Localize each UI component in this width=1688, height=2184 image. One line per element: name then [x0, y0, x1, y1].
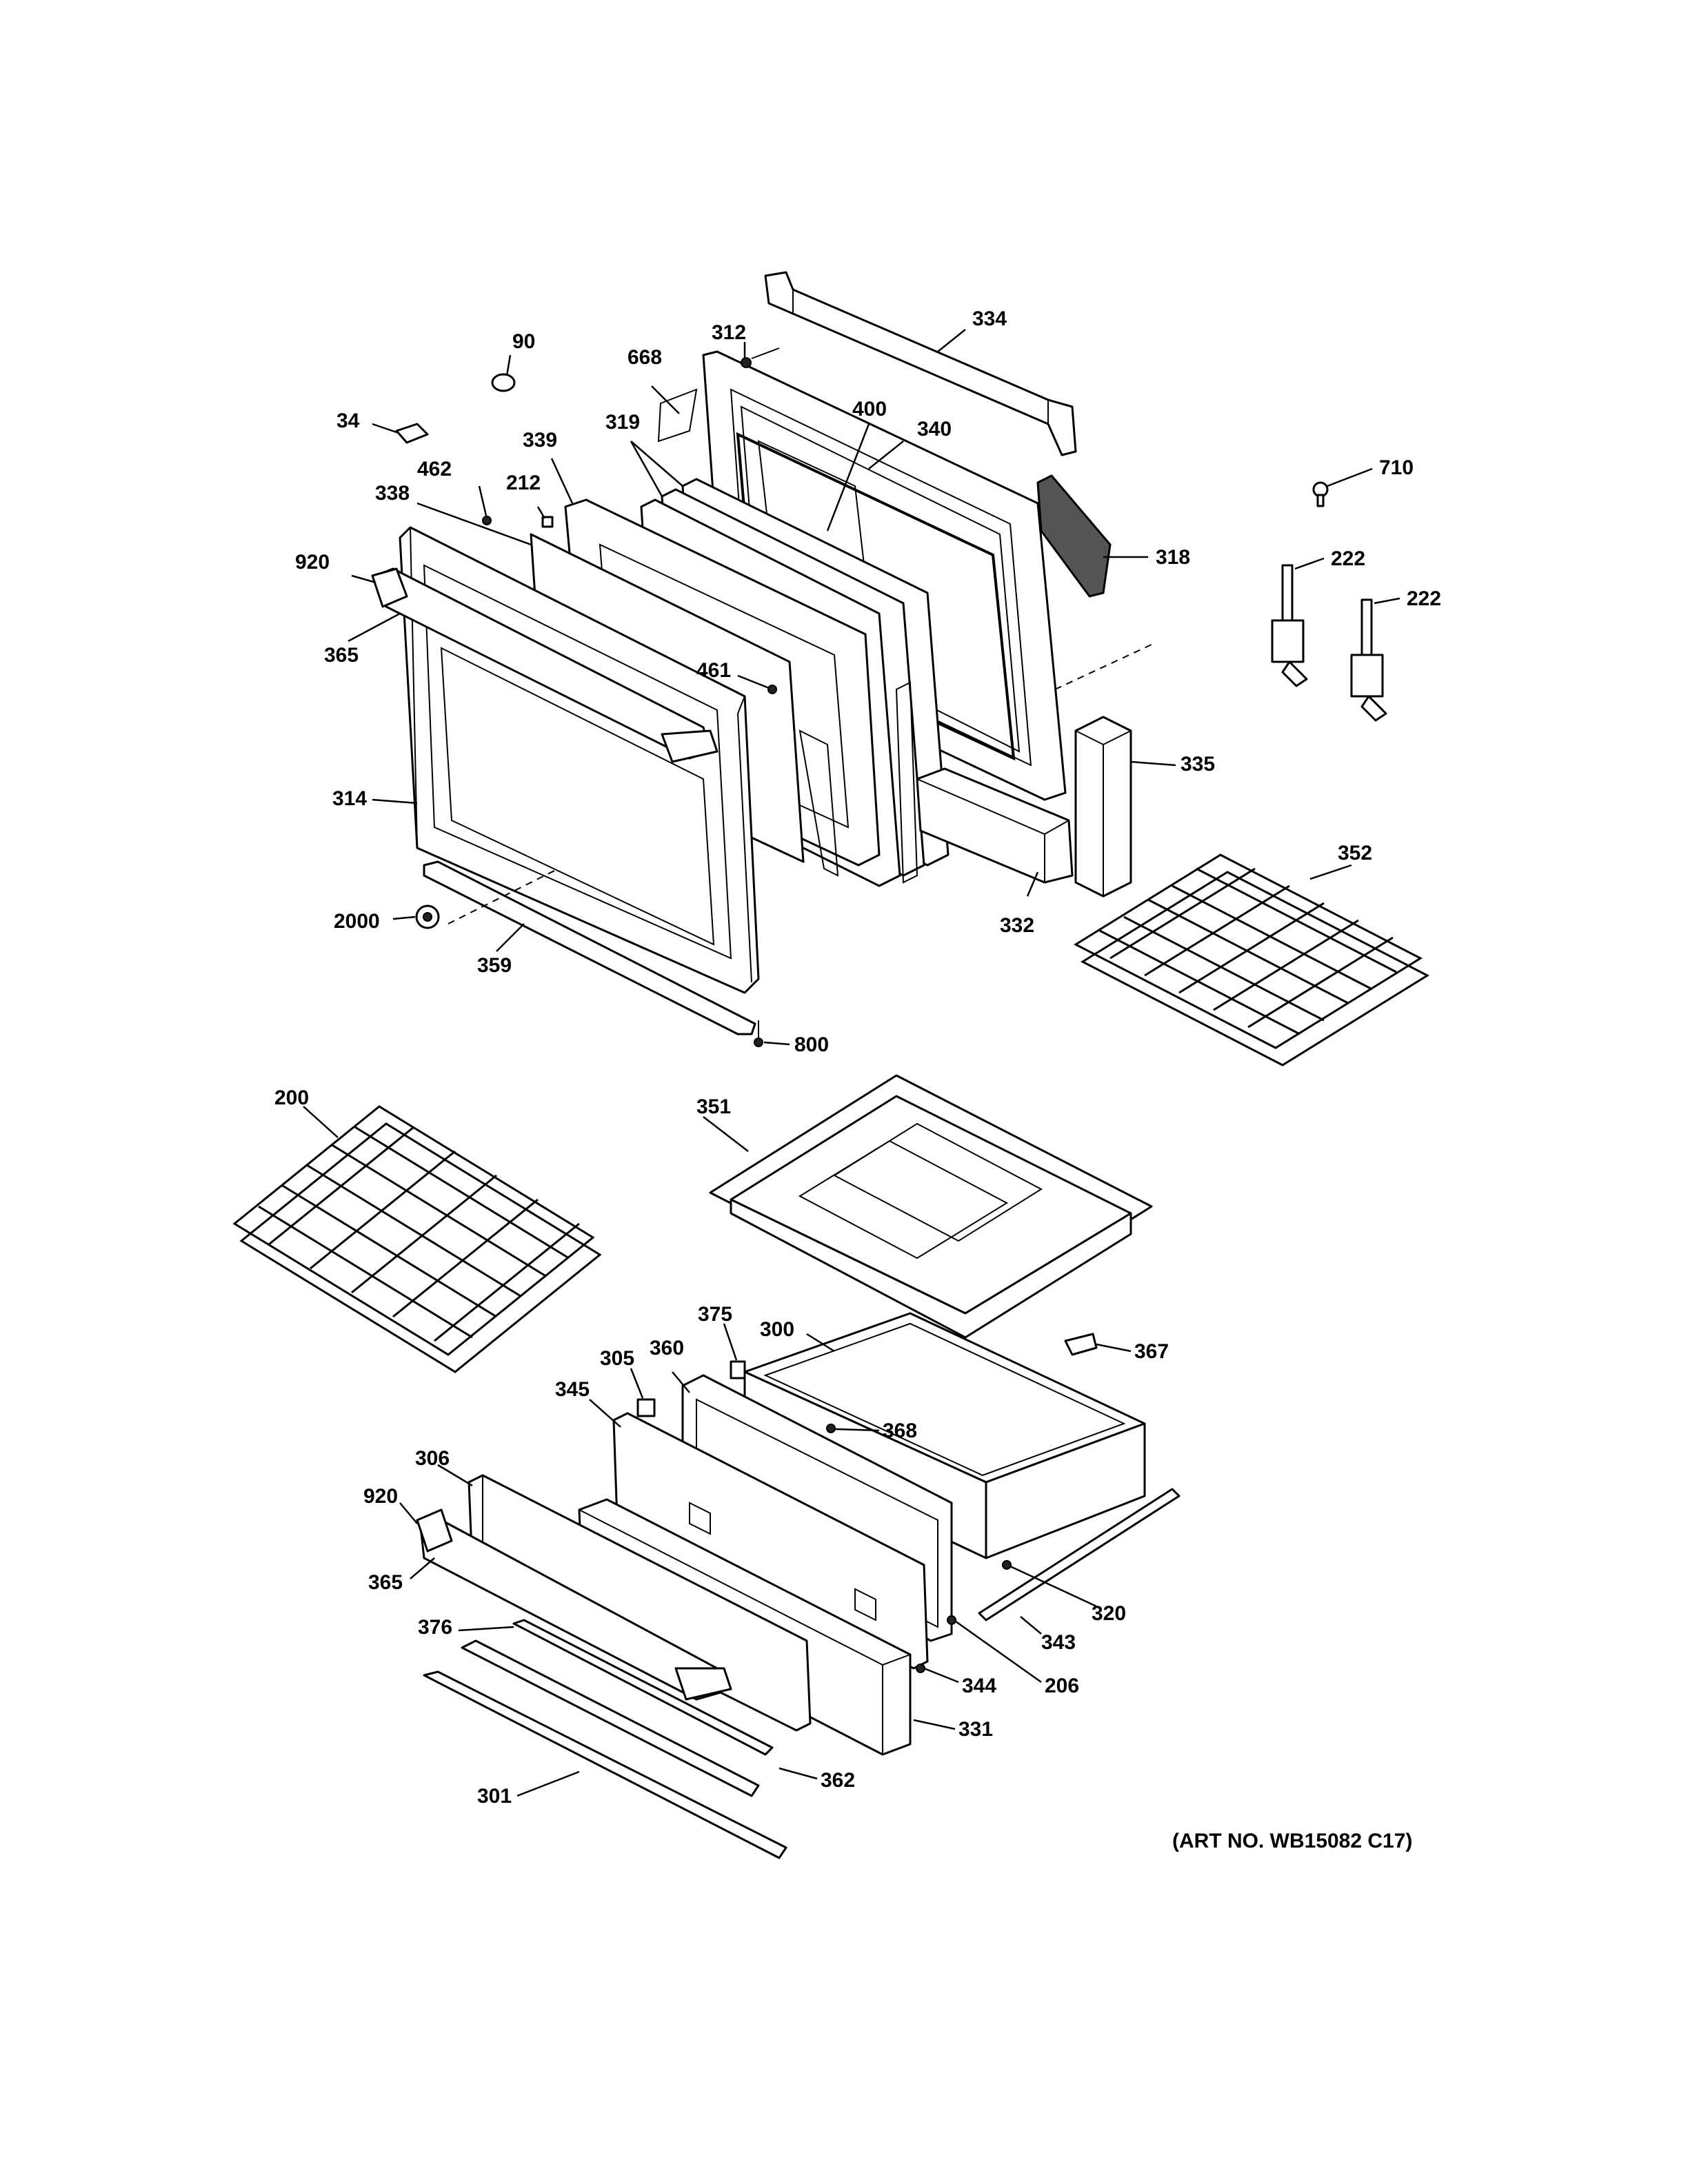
- part-206-screw: [947, 1615, 956, 1625]
- part-343-drawer-rail: [978, 1488, 1180, 1621]
- part-668-label: [657, 388, 698, 443]
- part-318-insulation: [1036, 474, 1112, 598]
- callout-334: 334: [972, 307, 1007, 330]
- callout-343: 343: [1041, 1631, 1076, 1654]
- part-368-screw: [826, 1424, 836, 1433]
- part-800-screw: [754, 1020, 763, 1047]
- callout-340: 340: [917, 418, 952, 441]
- part-375-clip: [730, 1360, 746, 1379]
- callout-labels: 334 312 90 668 400 340 34 319 339 462 21…: [274, 307, 1441, 1808]
- callout-344: 344: [962, 1675, 996, 1697]
- callout-314: 314: [332, 787, 367, 810]
- part-334-door-top-trim: [764, 271, 1077, 456]
- callout-400: 400: [852, 398, 887, 421]
- callout-338: 338: [375, 482, 410, 505]
- part-332-bottom-insulation: [916, 767, 1074, 884]
- callout-306: 306: [415, 1447, 450, 1470]
- callout-200: 200: [274, 1086, 309, 1109]
- callout-360: 360: [650, 1337, 684, 1359]
- part-367-clip: [1064, 1333, 1098, 1356]
- callout-351: 351: [696, 1095, 731, 1118]
- callout-367: 367: [1134, 1340, 1169, 1363]
- callout-312: 312: [712, 321, 746, 344]
- part-312-screw: [741, 347, 780, 368]
- part-920-drawer-handle-end-cap: [416, 1508, 453, 1553]
- callout-222-right: 222: [1407, 587, 1441, 610]
- callout-320: 320: [1092, 1602, 1126, 1625]
- part-344-screw: [916, 1664, 925, 1673]
- leader-lines: [303, 329, 1400, 1797]
- callout-920-door: 920: [295, 551, 330, 574]
- callout-300: 300: [760, 1318, 794, 1341]
- part-365-drawer-handle: [419, 1519, 732, 1701]
- callout-365-drawer: 365: [368, 1571, 403, 1594]
- part-301-drawer-bottom-trim: [423, 1670, 787, 1859]
- part-222-hinge-left: [1271, 564, 1308, 687]
- part-212-clip: [541, 516, 554, 528]
- part-710-screw: [1312, 481, 1329, 507]
- part-335-side-insulation: [1074, 716, 1132, 898]
- callout-710: 710: [1379, 456, 1414, 479]
- callout-206: 206: [1045, 1675, 1079, 1697]
- callout-376: 376: [418, 1616, 452, 1639]
- callout-668: 668: [627, 346, 662, 369]
- art-number: (ART NO. WB15082 C17): [1172, 1830, 1412, 1852]
- callout-305: 305: [600, 1347, 634, 1370]
- callout-222-left: 222: [1331, 547, 1365, 570]
- callout-362: 362: [821, 1769, 855, 1792]
- callout-375: 375: [698, 1303, 732, 1326]
- callout-365-door: 365: [324, 644, 359, 667]
- callout-335: 335: [1180, 753, 1215, 776]
- callout-462: 462: [417, 458, 452, 481]
- part-320-screw: [1002, 1560, 1012, 1570]
- callout-332: 332: [1000, 914, 1034, 937]
- callout-331: 331: [958, 1718, 993, 1741]
- callout-368: 368: [883, 1419, 917, 1442]
- part-351-broiler-pan: [709, 1074, 1153, 1339]
- part-352-oven-rack: [1073, 853, 1430, 1066]
- callout-339: 339: [523, 429, 557, 452]
- callout-359: 359: [477, 954, 512, 977]
- callout-920-drawer: 920: [363, 1485, 398, 1508]
- callout-352: 352: [1338, 842, 1372, 865]
- part-34-bracket: [395, 423, 429, 444]
- part-362-drawer-trim: [461, 1639, 760, 1797]
- part-2000-gear: [415, 904, 440, 929]
- part-461-screw: [767, 685, 777, 694]
- callout-319: 319: [605, 411, 640, 434]
- callout-318: 318: [1156, 546, 1190, 569]
- callout-345: 345: [555, 1378, 590, 1401]
- callout-2000: 2000: [334, 910, 380, 933]
- part-200-oven-rack: [232, 1105, 602, 1373]
- part-222-hinge-right: [1350, 598, 1387, 722]
- callout-301: 301: [477, 1785, 512, 1808]
- part-462-screw: [482, 516, 492, 525]
- part-376-drawer-trim: [512, 1619, 774, 1756]
- callout-800: 800: [794, 1033, 829, 1056]
- part-90-bumper: [491, 373, 516, 392]
- callout-212: 212: [506, 472, 541, 494]
- part-305-label: [636, 1398, 656, 1417]
- part-920-handle-end-cap: [371, 567, 408, 608]
- part-359-door-bottom-trim: [423, 860, 756, 1035]
- callout-90: 90: [512, 330, 535, 353]
- callout-461: 461: [696, 659, 731, 682]
- callout-34: 34: [336, 410, 360, 432]
